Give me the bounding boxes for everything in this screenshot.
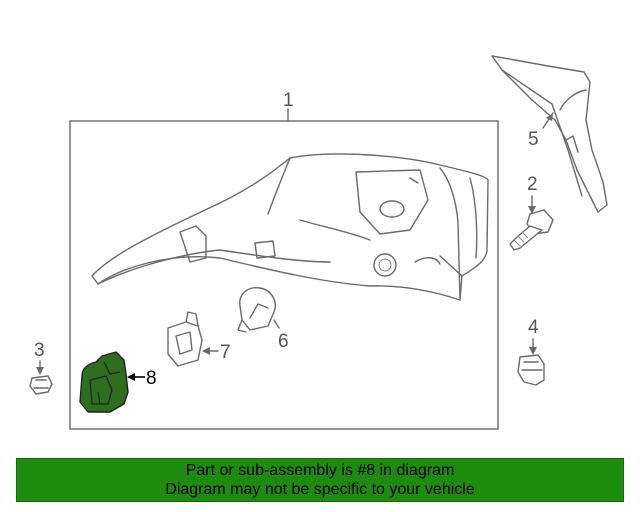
- callout-7[interactable]: 7: [220, 342, 231, 363]
- callout-3[interactable]: 3: [34, 340, 45, 361]
- callout-2[interactable]: 2: [527, 174, 538, 195]
- trim-panel[interactable]: [491, 55, 608, 213]
- assembly-frame: [69, 120, 499, 430]
- callout-1[interactable]: 1: [283, 90, 294, 111]
- info-banner: Part or sub-assembly is #8 in diagram Di…: [16, 458, 624, 502]
- highlighted-socket[interactable]: [79, 351, 129, 413]
- callout-5[interactable]: 5: [528, 129, 539, 150]
- push-pin[interactable]: [29, 375, 53, 395]
- banner-line-part: Part or sub-assembly is #8 in diagram: [185, 462, 455, 479]
- callout-4[interactable]: 4: [528, 317, 539, 338]
- bulb[interactable]: [237, 287, 276, 333]
- banner-line-disclaimer: Diagram may not be specific to your vehi…: [165, 481, 475, 498]
- callout-6[interactable]: 6: [278, 331, 289, 352]
- bulb-socket[interactable]: [167, 311, 203, 367]
- parts-diagram: 1 5 2 4 3: [29, 55, 608, 430]
- retainer-clip[interactable]: [517, 354, 545, 386]
- tail-lamp-housing[interactable]: [91, 153, 489, 301]
- bolt[interactable]: [509, 209, 554, 251]
- callout-8[interactable]: 8: [146, 368, 157, 389]
